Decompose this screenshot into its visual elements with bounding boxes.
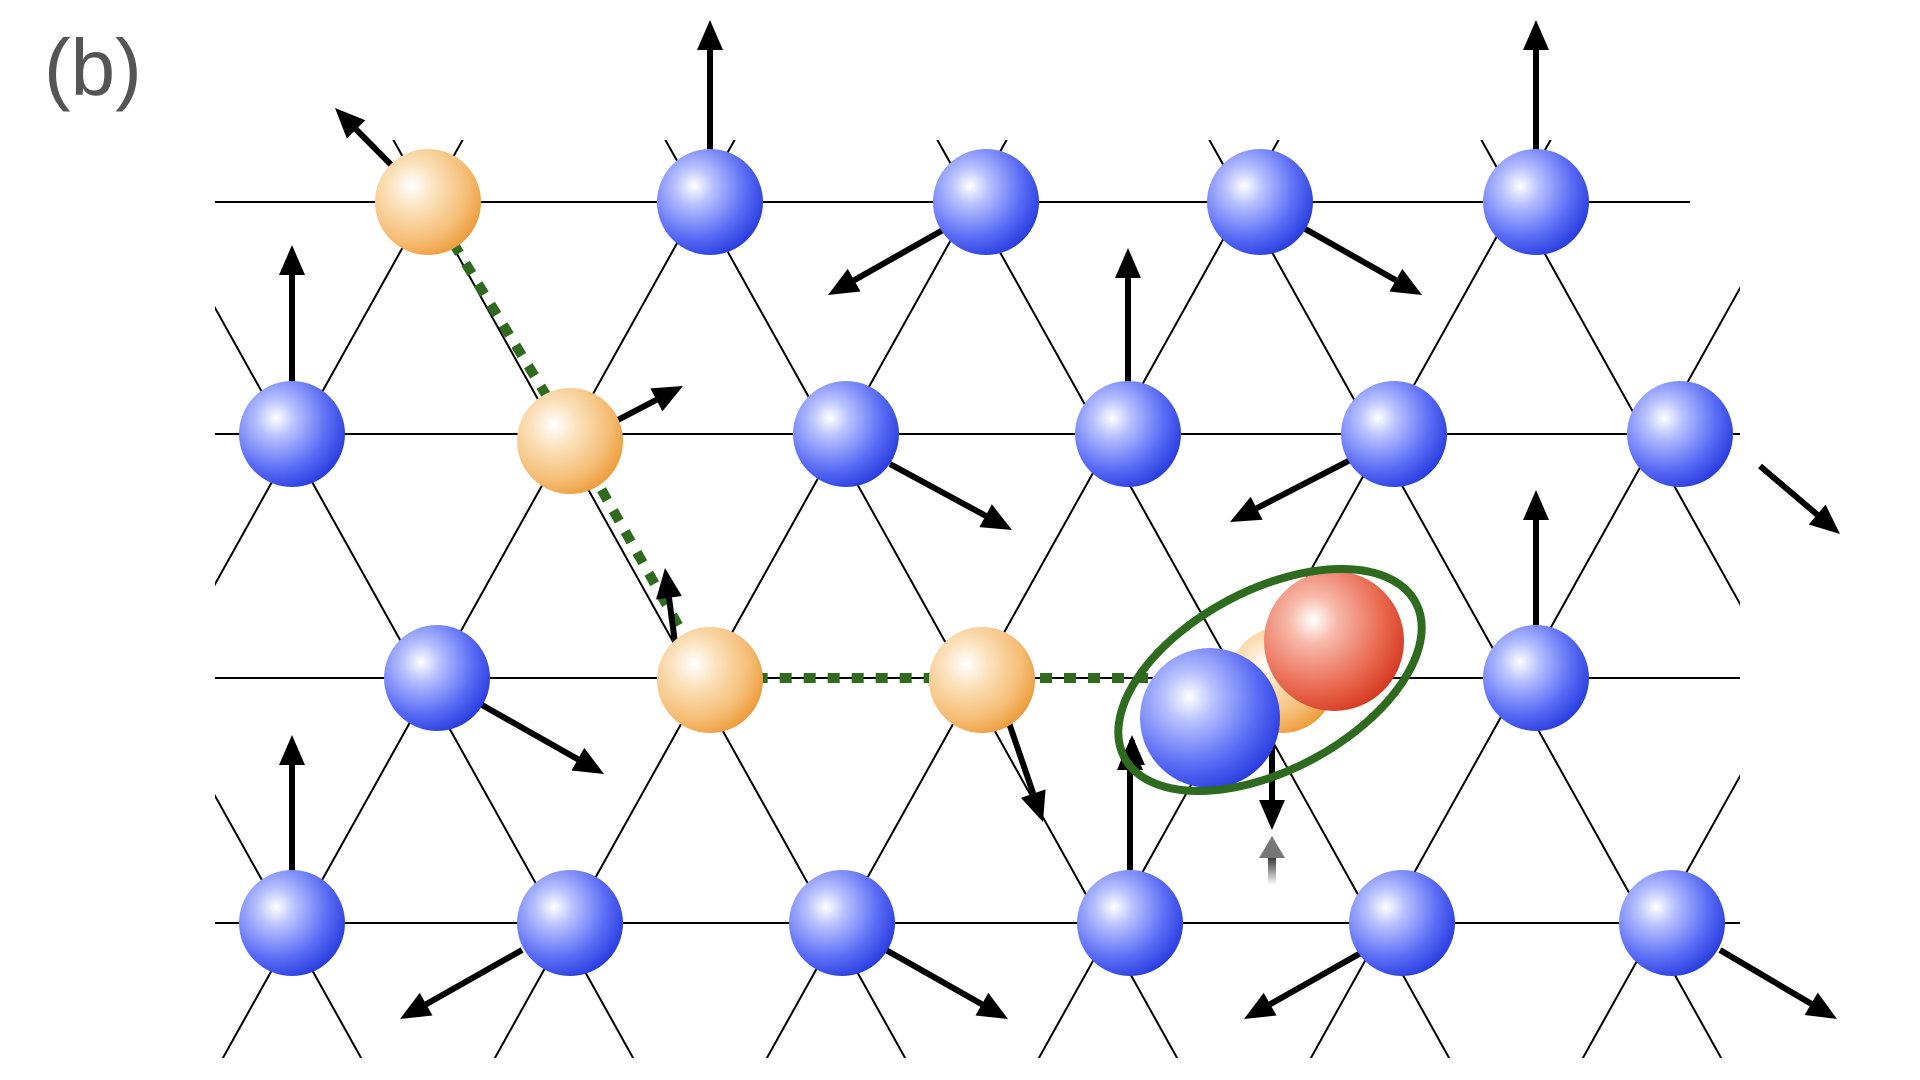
orange-sphere-icon [657,627,763,733]
blue-sphere-icon [1483,149,1589,255]
string-paths [423,199,1150,683]
blue-sphere-icon [1483,625,1589,731]
arrow-icon [1244,947,1368,1019]
lattice-diagonal-line [1581,774,1740,1058]
blue-sphere-icon [789,870,895,976]
arrow-icon [1298,223,1422,295]
lattice-diagonal-line [1720,80,1920,1080]
arrow-icon [828,223,952,295]
faded-arrow-icon [1259,836,1285,885]
blue-sphere-icon [1207,149,1313,255]
blue-sphere-icon [1075,381,1181,487]
blue-sphere-icon [1140,648,1280,788]
orange-sphere-icon [375,149,481,255]
blue-sphere-icon [657,149,763,255]
arrow-icon [1005,719,1046,822]
lattice-diagonal-line [1820,80,1920,1080]
arrow-icon [1523,20,1549,150]
blue-sphere-icon [384,625,490,731]
blue-sphere-icon [1341,381,1447,487]
bound-pair-group [1114,565,1426,795]
arrow-icon [1718,947,1837,1019]
lattice-diagonal-line [215,140,464,587]
orange-sphere-icon [929,627,1035,733]
blue-sphere-icon [1619,870,1725,976]
panel-label: (b) [44,23,142,112]
arrow-icon [697,20,723,150]
blue-sphere-icon [239,870,345,976]
blue-sphere-icon [239,381,345,487]
blue-sphere-icon [517,870,623,976]
arrow-icon [1259,744,1285,830]
encircle-ellipse [1114,565,1426,795]
arrow-icon [279,735,305,876]
orange-sphere-icon [517,388,623,494]
arrow-icon [1523,490,1549,628]
blue-sphere-icon [933,149,1039,255]
arrow-icon [1230,453,1360,522]
arrow-icon [400,947,524,1019]
arrow-icon [884,947,1008,1019]
arrow-icon [279,245,305,382]
blue-sphere-icon [793,381,899,487]
blue-sphere-icon [1349,870,1455,976]
arrow-icon [1758,463,1840,534]
arrow-icon [480,702,604,774]
red-sphere-icon [1264,571,1404,711]
lattice-sites [239,149,1733,976]
lattice-diagonal-line [0,80,224,1080]
arrow-icon [888,461,1012,530]
blue-sphere-icon [1627,381,1733,487]
arrow-icon [1115,248,1141,382]
string-path [423,199,982,683]
lattice-diagonal-line [0,80,124,1080]
blue-sphere-icon [1077,870,1183,976]
spin-arrows [279,20,1840,1019]
